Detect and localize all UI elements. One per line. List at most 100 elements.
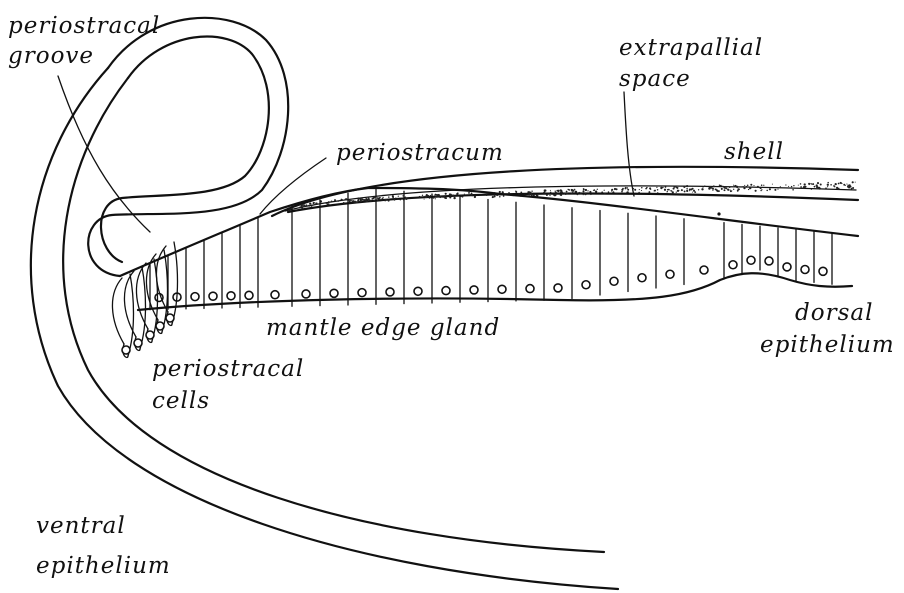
stipple-dot (326, 203, 327, 204)
stipple-dot (312, 205, 313, 206)
stipple-dot (638, 192, 640, 194)
stipple-dot (359, 198, 361, 200)
cell-nucleus (765, 257, 773, 265)
stipple-dot (433, 197, 435, 199)
stipple-dot (471, 194, 472, 195)
stipple-dot (820, 183, 822, 185)
stipple-dot (520, 191, 522, 193)
stipple-dot (310, 203, 311, 204)
stipple-dot (345, 198, 347, 200)
stipple-dot (377, 197, 378, 198)
cell-nucleus (245, 291, 253, 299)
stipple-dot (579, 192, 580, 193)
cell-nucleus (819, 267, 827, 275)
cell-nucleus (302, 290, 310, 298)
leader-extrapallial-space (624, 92, 634, 196)
stipple-dot (657, 192, 658, 193)
stipple-dot (717, 190, 719, 192)
stipple-dot (334, 199, 336, 201)
cell-nucleus (386, 288, 394, 296)
stipple-dot (471, 192, 472, 193)
stipple-dot (800, 186, 802, 188)
stipple-dot (560, 194, 561, 195)
stipple-dot (852, 187, 854, 189)
stipple-dot (571, 189, 573, 191)
cell-nucleus (610, 277, 618, 285)
stipple-dot (301, 205, 302, 206)
stipple-dot (626, 192, 627, 193)
stipple-dot (590, 194, 591, 195)
stipple-dot (777, 189, 778, 190)
stipple-dot (649, 187, 651, 189)
stipple-dot (422, 195, 423, 196)
periostracal-cell-nucleus (146, 331, 154, 339)
stipple-dot (425, 196, 426, 197)
stipple-dot (830, 184, 832, 186)
stipple-dot (825, 187, 827, 189)
stipple-dot (430, 195, 432, 197)
stipple-dot (571, 193, 573, 195)
stipple-dot (733, 189, 734, 190)
label-ventral-epithelium-line1: ventral (36, 513, 126, 539)
stipple-dot (357, 199, 359, 201)
stipple-dot (316, 202, 318, 204)
stipple-dot (660, 187, 662, 189)
gland-columnar-cells (150, 189, 832, 310)
stipple-dot (313, 202, 315, 204)
stipple-dot (724, 189, 726, 191)
stipple-dot (445, 197, 447, 199)
stipple-dot (676, 187, 678, 189)
stipple-dot (515, 190, 516, 191)
stipple-dot (331, 200, 333, 202)
stipple-dot (731, 190, 732, 191)
stipple-dot (382, 197, 383, 198)
stipple-dot (852, 181, 854, 183)
stipple-dot (405, 196, 406, 197)
stipple-dot (360, 200, 362, 202)
stipple-dot (839, 188, 840, 189)
cell-nucleus (191, 293, 199, 301)
stipple-dot (677, 190, 679, 192)
stipple-dot (812, 183, 814, 185)
stipple-dot (439, 196, 441, 198)
stipple-dot (809, 184, 810, 185)
stipple-dot (720, 185, 721, 186)
stipple-dot (405, 198, 406, 199)
stipple-dot (555, 190, 556, 191)
stipple-dot (419, 196, 421, 198)
cell-nucleus (414, 287, 422, 295)
stipple-dot (342, 199, 343, 200)
stipple-dot (601, 191, 603, 193)
stipple-dot (674, 186, 676, 188)
stipple-dot (582, 190, 584, 192)
label-ventral-epithelium-line2: epithelium (36, 553, 171, 579)
stipple-dot (798, 185, 799, 186)
stipple-dot (683, 186, 685, 188)
cell-nucleus (358, 289, 366, 297)
stipple-dot (667, 189, 668, 190)
stipple-dot (715, 189, 717, 191)
stipple-dot (684, 190, 686, 192)
stipple-dot (654, 190, 656, 192)
stipple-dot (546, 194, 548, 196)
stipple-dot (597, 189, 598, 190)
stipple-dot (361, 199, 363, 201)
stipple-dot (356, 201, 358, 203)
label-mantle-edge-gland: mantle edge gland (266, 315, 500, 341)
stipple-dot (575, 191, 577, 193)
stipple-dot (444, 196, 445, 197)
stipple-dot (351, 200, 352, 201)
stipple-dot (766, 190, 768, 192)
stipple-dot (381, 199, 383, 201)
stipple-dot (464, 194, 465, 195)
stipple-dot (641, 187, 642, 188)
stipple-dot (656, 187, 657, 188)
stipple-dot (657, 189, 659, 191)
stipple-dot (368, 197, 369, 198)
stipple-dot (531, 191, 532, 192)
stipple-dot (713, 185, 715, 187)
stipple-dot (746, 186, 748, 188)
cell-nucleus (700, 266, 708, 274)
stipple-dot (338, 201, 339, 202)
stipple-dot (667, 191, 668, 192)
